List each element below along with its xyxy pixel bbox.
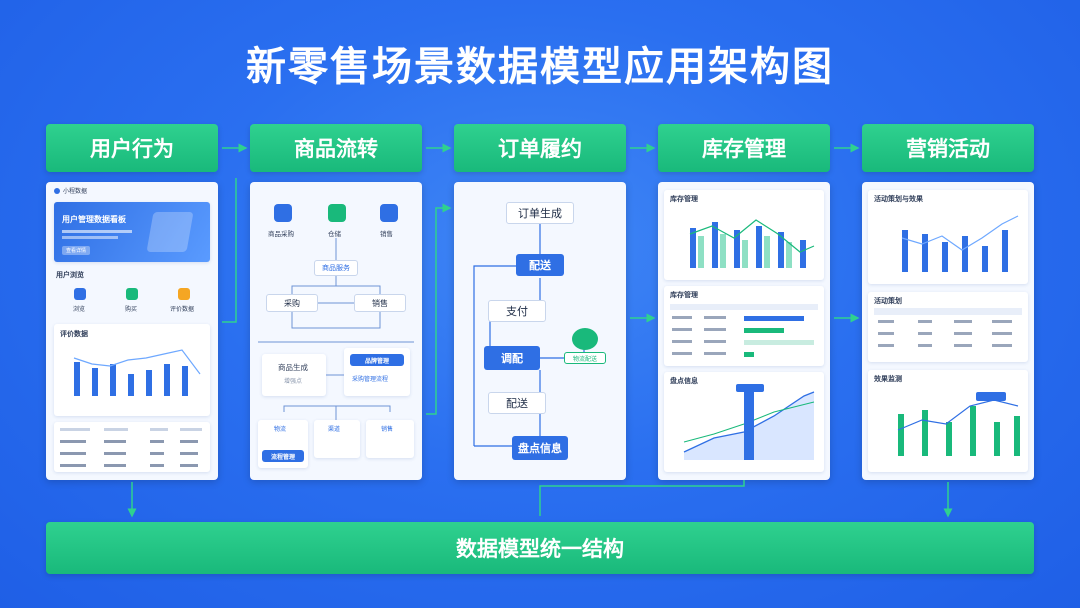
chart-bar <box>128 374 134 396</box>
goods-flow-lines <box>258 238 414 420</box>
process-button[interactable]: 流程管理 <box>262 450 304 462</box>
user-behavior-panel: 小程数据 用户管理数据看板 查看详情 用户浏览 浏览 购买 评价数据 评价数据 <box>46 182 218 480</box>
pay-box[interactable]: 支付 <box>488 300 546 322</box>
page-title: 新零售场景数据模型应用架构图 <box>246 44 834 90</box>
inventory-chart-title: 库存管理 <box>670 195 698 203</box>
warehouse-label: 仓储 <box>328 230 341 238</box>
goods-service-box[interactable]: 商品服务 <box>314 260 358 276</box>
adjust-box[interactable]: 调配 <box>484 346 540 370</box>
chart-bar <box>74 362 80 396</box>
sell-box[interactable]: 销售 <box>354 294 406 312</box>
dispatch-box-1[interactable]: 配送 <box>516 254 564 276</box>
delivery-icon[interactable] <box>572 328 598 350</box>
goods-gen-card: 商品生成 增强点 <box>262 354 326 396</box>
sales-icon[interactable] <box>380 204 398 222</box>
column-header: 商品流转 <box>250 124 422 172</box>
effect-chart-title: 效果监测 <box>874 375 902 383</box>
campaign-chart-card: 活动策划与效果 <box>868 190 1028 284</box>
channel-card: 渠道 <box>314 420 360 458</box>
column-header: 营销活动 <box>862 124 1034 172</box>
stock-check-svg <box>683 384 815 460</box>
purchase-label: 购买 <box>125 306 138 313</box>
goods-gen-sub: 增强点 <box>284 378 303 385</box>
eval-chart-title: 评价数据 <box>60 330 88 338</box>
inventory-chart-card: 库存管理 <box>664 190 824 280</box>
sales-label: 销售 <box>380 230 393 238</box>
banner-button[interactable]: 查看详情 <box>62 246 91 255</box>
inventory-table-title: 库存管理 <box>670 291 698 299</box>
banner-title: 用户管理数据看板 <box>62 215 126 224</box>
eval-table-card <box>54 422 210 472</box>
column-header: 订单履约 <box>454 124 626 172</box>
eval-chart-card: 评价数据 <box>54 324 210 416</box>
goods-gen-title: 商品生成 <box>278 363 308 372</box>
stock-check-card: 盘点信息 <box>664 372 824 472</box>
brand-title[interactable]: 品牌管理 <box>350 354 404 366</box>
logistics-label: 物流 <box>274 426 287 433</box>
order-gen-box[interactable]: 订单生成 <box>506 202 574 224</box>
column-user-behavior: 用户行为 <box>46 124 218 172</box>
chart-bar <box>182 366 188 396</box>
logistics-card: 物流 流程管理 <box>258 420 308 468</box>
campaign-chart-title: 活动策划与效果 <box>874 195 923 203</box>
column-header: 库存管理 <box>658 124 830 172</box>
chart-bar <box>92 368 98 396</box>
inventory-table-card: 库存管理 <box>664 286 824 366</box>
brand-sub: 采购管理流程 <box>352 376 389 383</box>
chart-bar <box>110 364 116 396</box>
campaign-chart-svg <box>901 215 1019 272</box>
goods-flow-panel: 商品采购 仓储 销售 商品服务 采购 销售 商品生成 增强点 品牌管理 采购管理… <box>250 182 422 480</box>
procurement-icon[interactable] <box>274 204 292 222</box>
check-info-box[interactable]: 盘点信息 <box>512 436 568 460</box>
banner-line <box>62 230 132 233</box>
order-panel: 订单生成 配送 支付 调配 物流配送 配送 盘点信息 <box>454 182 626 480</box>
column-header: 用户行为 <box>46 124 218 172</box>
campaign-table-svg <box>874 308 1022 347</box>
chart-bar <box>164 364 170 396</box>
sales-card-label: 销售 <box>381 426 394 433</box>
app-name: 小程数据 <box>63 188 88 195</box>
marketing-panel: 活动策划与效果 活动策划 效果监测 <box>862 182 1034 480</box>
effect-chart-svg <box>897 392 1020 456</box>
column-inventory: 库存管理 <box>658 124 830 172</box>
sales-card: 销售 <box>366 420 414 458</box>
procurement-label: 商品采购 <box>268 230 294 238</box>
brand-card: 品牌管理 采购管理流程 <box>344 348 410 396</box>
delivery-label: 物流配送 <box>564 352 606 364</box>
purchase-box[interactable]: 采购 <box>266 294 318 312</box>
effect-chart-card: 效果监测 <box>868 370 1028 472</box>
banner-card: 用户管理数据看板 查看详情 <box>54 202 210 262</box>
review-label: 评价数据 <box>170 306 195 313</box>
channel-label: 渠道 <box>328 426 341 433</box>
inventory-chart-svg <box>689 219 815 268</box>
campaign-table-title: 活动策划 <box>874 297 902 305</box>
chart-bar <box>146 370 152 396</box>
inventory-panel: 库存管理 库存管理 盘点信息 <box>658 182 830 480</box>
overview-title: 用户浏览 <box>56 271 84 279</box>
eval-chart-svg <box>73 349 201 396</box>
column-goods-flow: 商品流转 <box>250 124 422 172</box>
unified-data-model-bar: 数据模型统一结构 <box>46 522 1034 574</box>
campaign-table-card: 活动策划 <box>868 292 1028 362</box>
eval-table-svg <box>60 428 202 467</box>
dispatch-box-2[interactable]: 配送 <box>488 392 546 414</box>
document-illustration-icon <box>146 212 194 252</box>
app-logo-icon <box>54 188 60 194</box>
inventory-table-svg <box>670 304 818 357</box>
purchase-icon[interactable] <box>126 288 138 300</box>
column-marketing: 营销活动 <box>862 124 1034 172</box>
browse-label: 浏览 <box>73 306 86 313</box>
chart-line <box>73 349 201 375</box>
browse-icon[interactable] <box>74 288 86 300</box>
review-icon[interactable] <box>178 288 190 300</box>
warehouse-icon[interactable] <box>328 204 346 222</box>
banner-line <box>62 236 118 239</box>
column-order-fulfillment: 订单履约 <box>454 124 626 172</box>
stock-check-title: 盘点信息 <box>670 377 698 385</box>
